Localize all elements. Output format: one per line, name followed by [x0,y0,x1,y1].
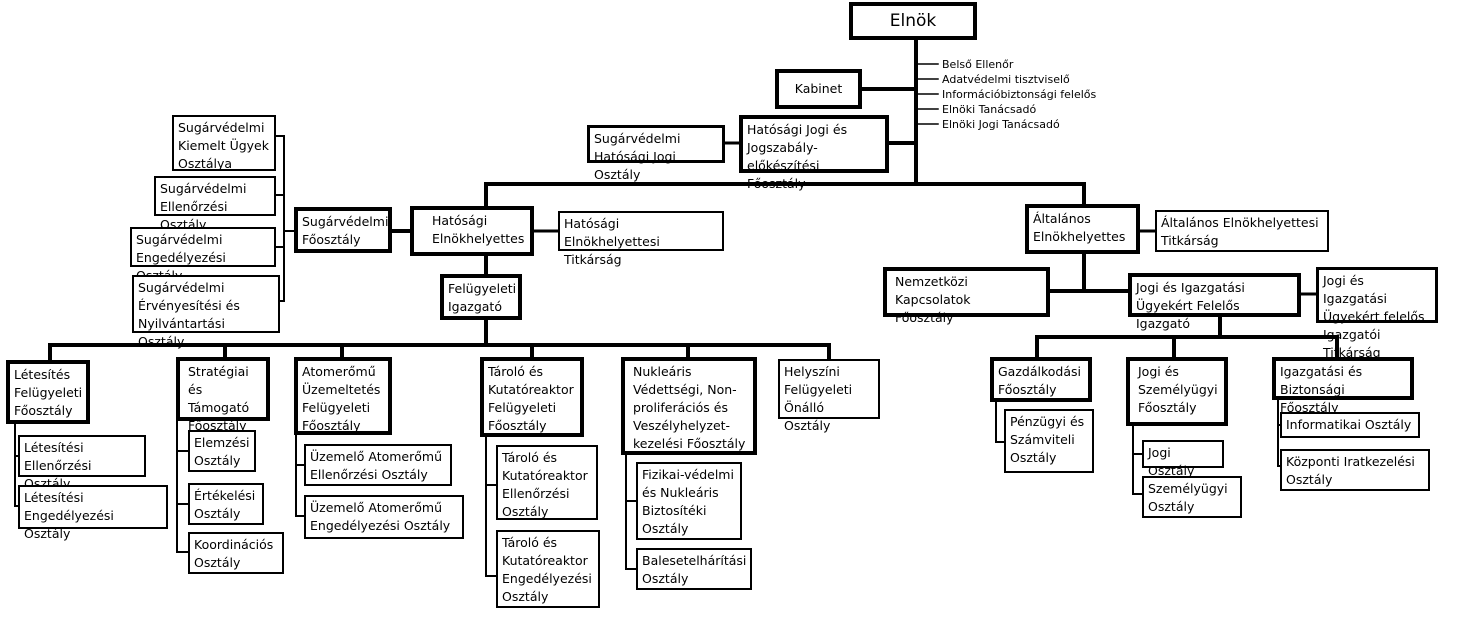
box-elnok: Elnök [849,2,977,40]
box-sugarvedelmi-foosztaly: Sugárvédelmi Főosztály [294,207,392,253]
box-nuklearis-foosztaly: Nukleáris Védettségi, Non- proliferációs… [621,357,757,455]
box-uzemelo-engedelyezesi: Üzemelő Atomerőmű Engedélyezési Osztály [304,495,464,539]
box-penzugyi: Pénzügyi és Számviteli Osztály [1004,409,1094,473]
box-koordinacios: Koordinációs Osztály [188,532,284,574]
box-jogi-szemelyugyi-foosztaly: Jogi és Személyügyi Főosztály [1126,357,1228,426]
box-nemzetkozi: Nemzetközi Kapcsolatok Főosztály [883,267,1050,325]
box-sug-engedelyezesi: Sugárvédelmi Engedélyezési Osztály [130,227,276,283]
box-szemelyugyi-osztaly: Személyügyi Osztály [1142,476,1242,518]
staff-adatvedelmi: Adatvédelmi tisztviselő [942,73,1070,86]
box-tarolo-ellenorzesi: Tároló és Kutatóreaktor Ellenőrzési Oszt… [496,445,598,520]
box-letesitesi-engedelyezesi: Létesítési Engedélyezési Osztály [18,485,168,541]
box-hatosagi-titkarsag: Hatósági Elnökhelyettesi Titkárság [558,211,724,267]
staff-elnoki-jogi-tanacsado: Elnöki Jogi Tanácsadó [942,118,1060,131]
box-balesetelharitasi: Balesetelhárítási Osztály [636,548,752,590]
box-iratkezelesi: Központi Iratkezelési Osztály [1280,449,1430,491]
box-atomeromu-foosztaly: Atomerőmű Üzemeltetés Felügyeleti Főoszt… [294,357,392,435]
box-letesites-foosztaly: Létesítés Felügyeleti Főosztály [6,360,90,424]
box-hatosagi-elnokhelyettes: Hatósági Elnökhelyettes [410,206,534,256]
box-ertekelesi: Értékelési Osztály [188,483,264,525]
box-altalanos-titkarsag: Általános Elnökhelyettesi Titkárság [1155,210,1329,252]
box-jogi-osztaly: Jogi Osztály [1142,440,1224,478]
box-sug-ellenorzesi: Sugárvédelmi Ellenőrzési Osztály [154,176,276,232]
box-strategiai-foosztaly: Stratégiai és Támogató Főosztály [176,357,270,433]
box-hatosagi-jogi-foosztaly: Hatósági Jogi és Jogszabály-előkészítési… [739,115,889,191]
box-igazgatasi-foosztaly: Igazgatási és Biztonsági Főosztály [1272,357,1414,415]
box-fizikai-vedelmi: Fizikai-védelmi és Nukleáris Biztosítéki… [636,462,742,540]
box-jogi-igazgatoi-titkarsag: Jogi és Igazgatási Ügyekért felelős Igaz… [1316,267,1438,360]
staff-elnoki-tanacsado: Elnöki Tanácsadó [942,103,1037,116]
box-tarolo-foosztaly: Tároló és Kutatóreaktor Felügyeleti Főos… [480,357,584,437]
box-felugyeleti-igazgato: Felügyeleti Igazgató [440,274,522,320]
box-kabinet: Kabinet [775,69,862,109]
box-elemzesi: Elemzési Osztály [188,430,256,472]
box-uzemelo-ellenorzesi: Üzemelő Atomerőmű Ellenőrzési Osztály [304,444,452,486]
box-sug-ervenyesitesi: Sugárvédelmi Érvényesítési és Nyilvántar… [132,275,280,349]
box-jogi-igazgato: Jogi és Igazgatási Ügyekért Felelős Igaz… [1128,273,1301,331]
box-helyszini: Helyszíni Felügyeleti Önálló Osztály [778,359,880,433]
box-sug-kiemelt: Sugárvédelmi Kiemelt Ügyek Osztálya [172,115,276,171]
box-letesitesi-ellenorzesi: Létesítési Ellenőrzési Osztály [18,435,146,491]
box-altalanos-elnokhelyettes: Általános Elnökhelyettes [1025,204,1140,254]
staff-informaciobiztonsagi: Információbiztonsági felelős [942,88,1097,101]
box-sugarvedelmi-hatosagi-jogi: Sugárvédelmi Hatósági Jogi Osztály [587,125,725,182]
staff-belso-ellenor: Belső Ellenőr [942,58,1014,71]
box-gazdalkodasi: Gazdálkodási Főosztály [990,357,1092,402]
box-tarolo-engedelyezesi: Tároló és Kutatóreaktor Engedélyezési Os… [496,530,600,608]
box-informatikai: Informatikai Osztály [1280,412,1420,438]
